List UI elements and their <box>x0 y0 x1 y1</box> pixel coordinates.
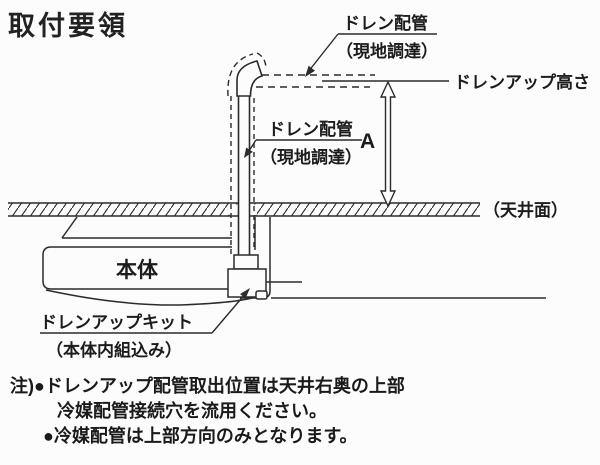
unit-diagonal-line <box>61 216 78 239</box>
ceiling-label: （天井面） <box>483 200 568 220</box>
kit-callout: ドレンアップキット （本体内組込み） <box>40 288 250 360</box>
mid-label-arrowhead <box>244 147 253 158</box>
drain-pipe-vertical <box>236 60 264 258</box>
drain-up-kit <box>227 254 546 300</box>
top-drain-pipe-callout: ドレン配管 （現地調達） <box>305 13 438 77</box>
drain-pipe-elbow <box>236 60 264 97</box>
note-line-1: 注) ●ドレンアップ配管取出位置は天井右奥の上部 <box>10 374 405 399</box>
top-label-arrowhead <box>305 65 315 77</box>
mid-drain-pipe-sublabel: （現地調達） <box>260 147 362 167</box>
unit-bottom-curve <box>45 289 253 306</box>
drain-up-height-label: ドレンアップ高さ <box>454 72 590 92</box>
height-measure-arrow <box>379 80 397 208</box>
notes-block: 注) ●ドレンアップ配管取出位置は天井右奥の上部 冷媒配管接続穴を流用ください。… <box>10 374 405 449</box>
unit-body-outline <box>42 246 232 290</box>
drain-up-kit-connector <box>233 254 259 270</box>
kit-sublabel: （本体内組込み） <box>46 340 182 360</box>
note-line-3: ●冷媒配管は上部方向のみとなります。 <box>43 426 358 446</box>
top-drain-pipe-label: ドレン配管 <box>343 13 428 33</box>
drain-pipe-dashed-outline <box>227 52 375 255</box>
unit-notch <box>255 290 268 300</box>
unit-body-label: 本体 <box>116 259 159 282</box>
note-line-2: 冷媒配管接続穴を流用ください。 <box>57 401 327 421</box>
top-drain-pipe-sublabel: （現地調達） <box>336 41 438 61</box>
mid-drain-pipe-label: ドレン配管 <box>268 119 353 139</box>
note-prefix: 注) <box>10 376 34 396</box>
height-dimension: A ドレンアップ高さ <box>322 72 590 208</box>
dimension-a-label: A <box>360 130 375 153</box>
note-line-1-text: ●ドレンアップ配管取出位置は天井右奥の上部 <box>34 376 405 396</box>
kit-label: ドレンアップキット <box>40 312 193 332</box>
kit-leader-line <box>211 292 247 334</box>
unit-body <box>42 216 271 306</box>
page-title: 取付要領 <box>8 11 128 41</box>
kit-arrowhead <box>240 288 250 299</box>
top-label-leader <box>307 33 339 73</box>
mid-drain-pipe-callout: ドレン配管 （現地調達） <box>244 119 362 167</box>
